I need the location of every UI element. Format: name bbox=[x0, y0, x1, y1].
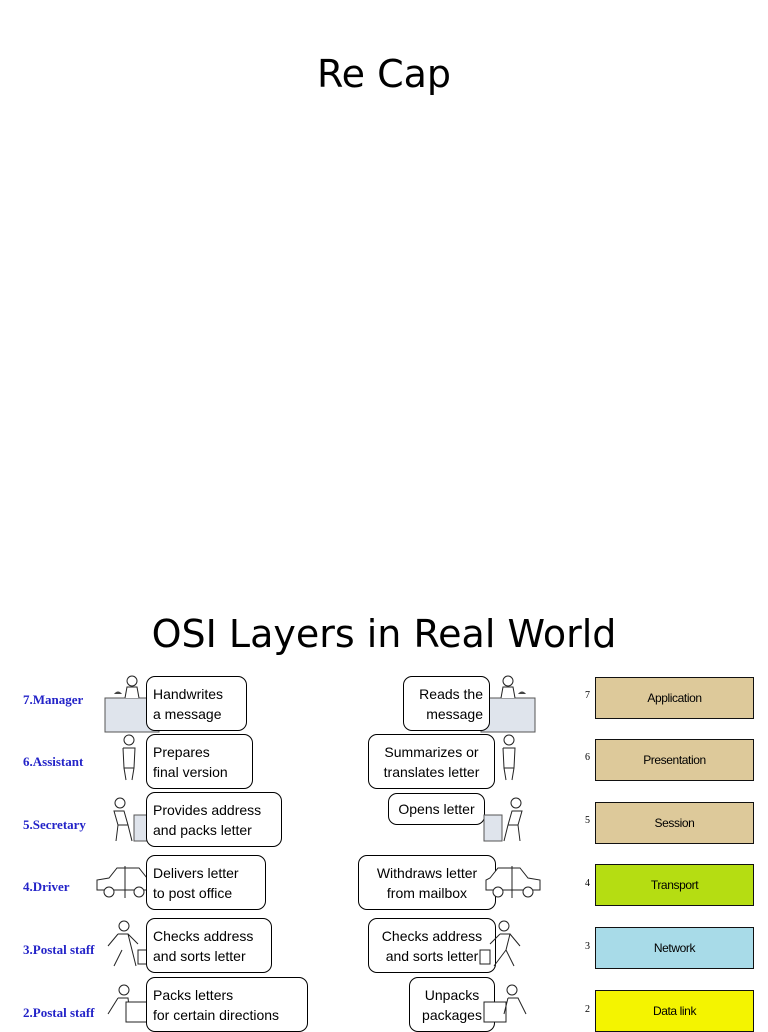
layer-presentation: Presentation bbox=[595, 739, 754, 781]
role-label-manager: 7.Manager bbox=[23, 692, 84, 707]
postal-worker-icon bbox=[107, 920, 149, 967]
box-carrier-icon bbox=[107, 984, 149, 1023]
receiver-box-5: Opens letter bbox=[388, 793, 485, 825]
slide-title-recap: Re Cap bbox=[316, 52, 452, 96]
slide-title-osi: OSI Layers in Real World bbox=[151, 612, 617, 656]
secretary-desk-icon-receiver bbox=[483, 797, 523, 842]
assistant-person-icon bbox=[122, 734, 136, 781]
role-label-postal-staff-2: 2.Postal staff bbox=[23, 1005, 95, 1020]
layer-network: Network bbox=[595, 927, 754, 969]
layer-number-4: 4 bbox=[585, 878, 590, 889]
layer-number-2: 2 bbox=[585, 1004, 590, 1015]
car-icon-receiver bbox=[485, 866, 541, 898]
layer-number-7: 7 bbox=[585, 690, 590, 701]
layer-data-link: Data link bbox=[595, 990, 754, 1032]
layer-application: Application bbox=[595, 677, 754, 719]
layer-transport: Transport bbox=[595, 864, 754, 906]
role-label-postal-staff-3: 3.Postal staff bbox=[23, 942, 95, 957]
layer-number-3: 3 bbox=[585, 941, 590, 952]
postal-worker-icon-receiver bbox=[479, 920, 521, 967]
role-label-driver: 4.Driver bbox=[23, 879, 70, 894]
layer-number-6: 6 bbox=[585, 752, 590, 763]
box-carrier-icon-receiver bbox=[483, 984, 527, 1023]
role-label-secretary: 5.Secretary bbox=[23, 817, 86, 832]
car-icon bbox=[96, 866, 152, 898]
role-label-assistant: 6.Assistant bbox=[23, 754, 84, 769]
assistant-person-icon-receiver bbox=[502, 734, 516, 781]
layer-session: Session bbox=[595, 802, 754, 844]
layer-number-5: 5 bbox=[585, 815, 590, 826]
